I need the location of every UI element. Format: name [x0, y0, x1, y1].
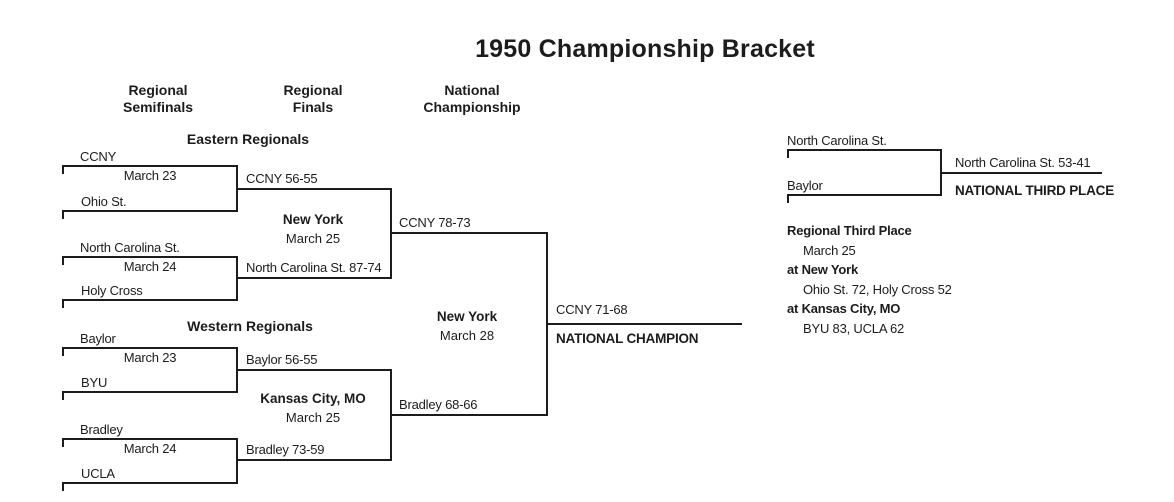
site-block-east-final: New York March 25 — [213, 210, 413, 248]
winner-label-west-sf2: Bradley 73-59 — [246, 442, 325, 457]
team-label-holy-cross: Holy Cross — [81, 283, 143, 298]
bracket-line — [546, 323, 742, 325]
bracket-line — [390, 232, 548, 234]
column-header-line: Regional — [128, 82, 188, 98]
bracket-line-tick — [62, 391, 64, 400]
bracket-line — [62, 256, 238, 258]
column-header-regional-semifinals: Regional Semifinals — [58, 82, 258, 116]
winner-label-west-sf1: Baylor 56-55 — [246, 352, 318, 367]
column-header-line: Regional — [283, 82, 343, 98]
regional-third-place-result-new-york: Ohio St. 72, Holy Cross 52 — [803, 281, 952, 297]
bracket-line — [62, 391, 238, 393]
team-label-bradley: Bradley — [80, 422, 123, 437]
bracket-line — [236, 459, 392, 461]
bracket-line-tick — [62, 299, 64, 308]
bracket-line — [62, 299, 238, 301]
bracket-line — [236, 277, 392, 279]
regional-third-place-block: Regional Third Place March 25 at New Yor… — [787, 221, 952, 338]
bracket-line — [62, 347, 238, 349]
site-block-championship: New York March 28 — [367, 307, 567, 345]
column-header-national-championship: National Championship — [372, 82, 572, 116]
bracket-line — [236, 188, 392, 190]
bracket-line — [62, 210, 238, 212]
bracket-line-tick — [62, 210, 64, 219]
bracket-line — [787, 149, 942, 151]
bracket-line-tick — [62, 482, 64, 491]
column-header-line: Finals — [292, 99, 334, 115]
winner-label-third-place: North Carolina St. 53-41 — [955, 155, 1091, 170]
column-header-line: Semifinals — [122, 99, 194, 115]
site-label-west-final: Kansas City, MO — [260, 391, 366, 406]
regional-third-place-date: March 25 — [803, 242, 856, 258]
bracket-line-tick — [787, 194, 789, 203]
site-block-west-final: Kansas City, MO March 25 — [213, 389, 413, 427]
bracket-line — [62, 482, 238, 484]
match-date-east-sf2: March 24 — [123, 259, 177, 274]
regional-third-place-site-kansas-city: at Kansas City, MO — [787, 301, 901, 316]
section-label-eastern-regionals: Eastern Regionals — [186, 131, 310, 147]
date-label-championship: March 28 — [439, 328, 495, 343]
winner-label-east-final: CCNY 78-73 — [399, 215, 471, 230]
bracket-line — [62, 165, 238, 167]
bracket-line — [62, 438, 238, 440]
winner-label-west-final: Bradley 68-66 — [399, 397, 478, 412]
bracket-line — [236, 369, 392, 371]
match-date-east-sf1: March 23 — [123, 168, 177, 183]
bracket-line-tick — [62, 165, 64, 174]
column-header-line: National — [444, 82, 500, 98]
site-label-east-final: New York — [282, 212, 344, 227]
bracket-line — [390, 414, 548, 416]
bracket-line — [940, 172, 1102, 174]
regional-third-place-heading: Regional Third Place — [787, 223, 912, 238]
page-title: 1950 Championship Bracket — [475, 35, 815, 63]
bracket-line-tick — [62, 256, 64, 265]
team-label-ucla: UCLA — [81, 466, 115, 481]
match-date-west-sf2: March 24 — [123, 441, 177, 456]
bracket-line-tick — [62, 347, 64, 356]
team-label-north-carolina-st: North Carolina St. — [80, 240, 180, 255]
team-label-third-place-bottom: Baylor — [787, 178, 823, 193]
team-label-byu: BYU — [81, 375, 108, 390]
national-champion-label: NATIONAL CHAMPION — [556, 331, 699, 346]
national-third-place-label: NATIONAL THIRD PLACE — [955, 183, 1114, 198]
bracket-line — [236, 438, 238, 484]
date-label-east-final: March 25 — [285, 231, 341, 246]
column-header-regional-finals: Regional Finals — [213, 82, 413, 116]
bracket-line — [787, 194, 942, 196]
winner-label-east-sf1: CCNY 56-55 — [246, 171, 318, 186]
match-date-west-sf1: March 23 — [123, 350, 177, 365]
date-label-west-final: March 25 — [285, 410, 341, 425]
team-label-ohio-st: Ohio St. — [81, 194, 127, 209]
site-label-championship: New York — [436, 309, 498, 324]
regional-third-place-result-kansas-city: BYU 83, UCLA 62 — [803, 320, 905, 336]
bracket-line-tick — [787, 149, 789, 158]
team-label-third-place-top: North Carolina St. — [787, 133, 887, 148]
team-label-baylor: Baylor — [80, 331, 116, 346]
regional-third-place-site-new-york: at New York — [787, 262, 859, 277]
winner-label-east-sf2: North Carolina St. 87-74 — [246, 260, 382, 275]
team-label-ccny: CCNY — [80, 149, 117, 164]
column-header-line: Championship — [423, 99, 521, 115]
winner-label-championship: CCNY 71-68 — [556, 302, 628, 317]
section-label-western-regionals: Western Regionals — [187, 318, 313, 334]
bracket-line-tick — [62, 438, 64, 447]
